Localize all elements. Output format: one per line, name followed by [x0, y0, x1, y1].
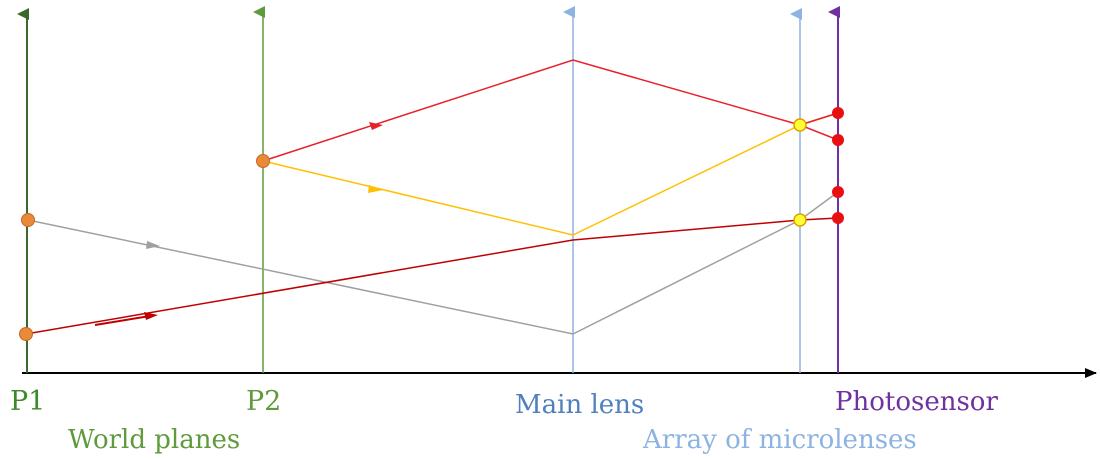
- source-point-p1-lower: [19, 327, 33, 341]
- microlens-point-upper: [793, 118, 807, 132]
- sensor-point-1: [832, 107, 844, 119]
- dark-red-ray: [25, 217, 839, 335]
- source-point-p2: [256, 154, 270, 168]
- sensor-point-4: [832, 212, 844, 224]
- yellow-ray: [262, 112, 839, 236]
- label-microlenses: Array of microlenses: [642, 425, 917, 455]
- ray-direction-arrow-red: [369, 122, 383, 130]
- ray-direction-arrow-darkred: [144, 312, 158, 320]
- ray-direction-arrow-gray: [146, 241, 160, 249]
- sensor-point-2: [832, 134, 844, 146]
- label-world-planes: World planes: [68, 425, 240, 455]
- label-p1: P1: [10, 386, 45, 417]
- sensor-point-3: [832, 186, 844, 198]
- label-p2: P2: [246, 386, 281, 417]
- gray-ray: [27, 191, 839, 335]
- label-main-lens: Main lens: [515, 390, 644, 420]
- source-point-p1-upper: [21, 213, 35, 227]
- label-photosensor: Photosensor: [835, 387, 998, 417]
- red-ray-upper: [262, 59, 839, 162]
- ray-direction-arrow-yellow: [368, 185, 383, 193]
- ray-direction-arrow-darkred-stem: [94, 315, 151, 326]
- microlens-point-lower: [793, 213, 807, 227]
